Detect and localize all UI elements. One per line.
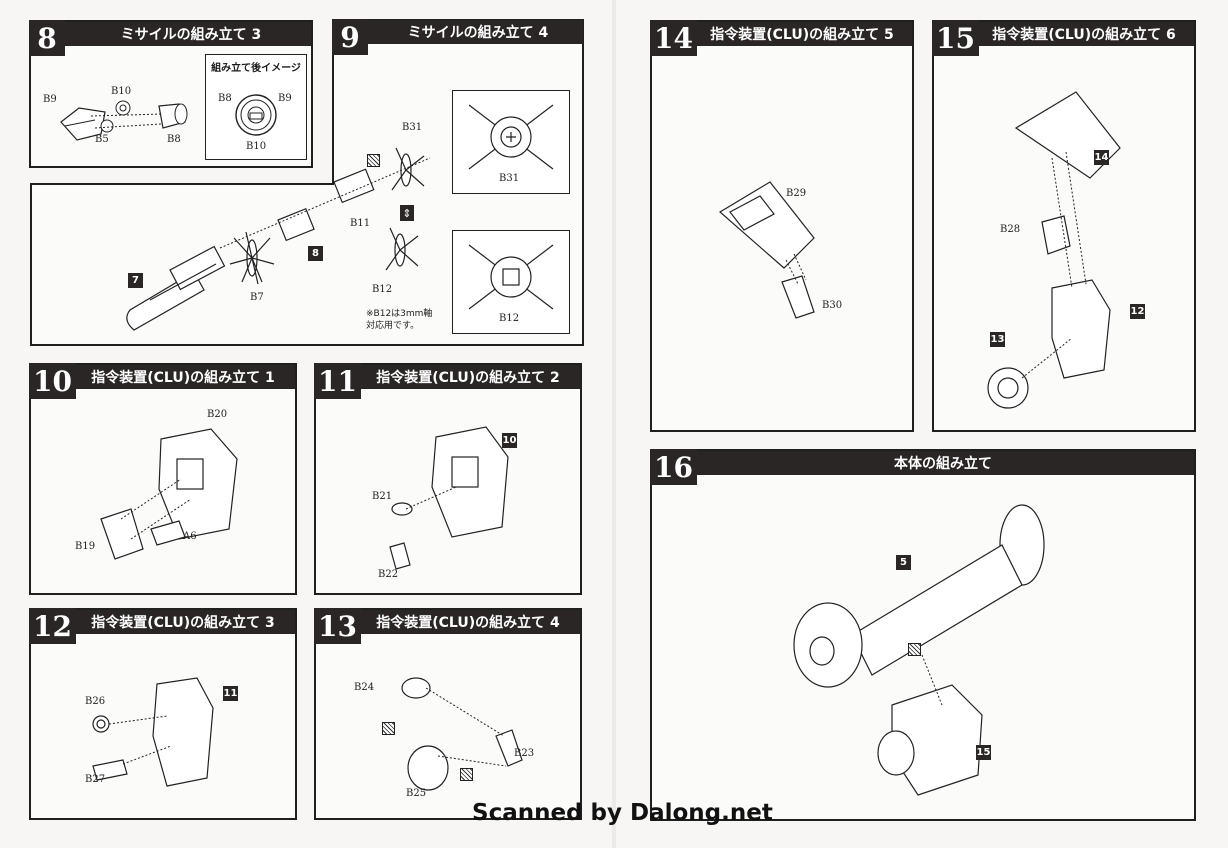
step-13-title: 指令装置(CLU)の組み立て 4	[376, 615, 560, 631]
b31-detail-inset: B31	[452, 90, 570, 194]
b12-detail-drawing	[468, 244, 554, 310]
scan-watermark: Scanned by Dalong.net	[472, 800, 773, 826]
step-11-drawing	[389, 426, 509, 570]
ref-part-14: 14	[1094, 150, 1109, 165]
step-13-drawing	[401, 677, 523, 791]
label-b8: B8	[167, 134, 181, 145]
step-11-panel: 指令装置(CLU)の組み立て 2 11 10 B21 B22	[314, 363, 582, 595]
step-8-panel: ミサイルの組み立て 3 8 B9 B10 B5 B8 組み立て後イメージ B8 …	[29, 20, 313, 168]
label-b29: B29	[786, 188, 807, 199]
step-15-title: 指令装置(CLU)の組み立て 6	[992, 27, 1176, 43]
label-b22: B22	[378, 569, 399, 580]
detail-label-b12: B12	[499, 313, 520, 324]
label-b12: B12	[372, 284, 393, 295]
inset-label-b10: B10	[246, 141, 267, 152]
b12-detail-inset: B12	[452, 230, 570, 334]
step-15-drawing	[987, 91, 1121, 409]
ref-part-13: 13	[990, 332, 1005, 347]
step-9-header: ミサイルの組み立て 4	[333, 20, 583, 44]
step-11-number: 11	[314, 363, 361, 399]
step-8-title: ミサイルの組み立て 3	[120, 27, 262, 43]
label-a6: A6	[183, 531, 197, 542]
step-9-number: 9	[332, 19, 368, 55]
label-b25: B25	[406, 788, 427, 799]
note-line-1: ※B12は3mm軸	[366, 309, 433, 319]
label-b7: B7	[250, 292, 264, 303]
step-13-number: 13	[314, 608, 361, 644]
step-10-title: 指令装置(CLU)の組み立て 1	[91, 370, 275, 386]
glue-icon	[367, 154, 380, 167]
step-14-drawing	[718, 181, 815, 319]
step-16-title: 本体の組み立て	[894, 456, 992, 472]
label-b31: B31	[402, 122, 423, 133]
step-12-drawing	[92, 677, 214, 787]
step-16-header: 本体の組み立て	[652, 451, 1194, 475]
ref-part-8: 8	[308, 246, 323, 261]
b31-detail-drawing	[468, 104, 554, 170]
step-8-number: 8	[29, 20, 65, 56]
step-9-title: ミサイルの組み立て 4	[407, 25, 549, 41]
note-b12: ※B12は3mm軸対応用です。	[366, 308, 432, 332]
step-8-assembled-inset: 組み立て後イメージ B8 B9 B10	[205, 54, 307, 160]
label-b9: B9	[43, 94, 57, 105]
label-b27: B27	[85, 774, 106, 785]
step-16-number: 16	[650, 449, 697, 485]
label-b5: B5	[95, 134, 109, 145]
glue-icon	[460, 768, 473, 781]
step-14-number: 14	[650, 20, 697, 56]
step-9-outline	[30, 19, 584, 346]
label-b11: B11	[350, 218, 371, 229]
step-10-panel: 指令装置(CLU)の組み立て 1 10 B20 B19 A6	[29, 363, 297, 595]
step-14-panel: 指令装置(CLU)の組み立て 5 14 B29 B30	[650, 20, 914, 432]
step-16-panel: 本体の組み立て 16 5 15	[650, 449, 1196, 821]
step-16-drawing	[793, 504, 1045, 796]
step-15-number: 15	[932, 20, 979, 56]
ref-part-15: 15	[976, 745, 991, 760]
step-14-title: 指令装置(CLU)の組み立て 5	[710, 27, 894, 43]
label-b20: B20	[207, 409, 228, 420]
step-12-title: 指令装置(CLU)の組み立て 3	[91, 615, 275, 631]
ref-part-12: 12	[1130, 304, 1145, 319]
ref-part-7: 7	[128, 273, 143, 288]
step-11-title: 指令装置(CLU)の組み立て 2	[376, 370, 560, 386]
note-line-2: 対応用です。	[366, 321, 420, 331]
label-b24: B24	[354, 682, 375, 693]
ref-part-11: 11	[223, 686, 238, 701]
step-13-panel: 指令装置(CLU)の組み立て 4 13 B24 B23 B25	[314, 608, 582, 820]
label-b21: B21	[372, 491, 393, 502]
step-9-drawing	[126, 147, 431, 331]
label-b28: B28	[1000, 224, 1021, 235]
inset-title: 組み立て後イメージ	[211, 63, 301, 74]
inset-label-b9: B9	[278, 93, 292, 104]
step-8-header: ミサイルの組み立て 3	[31, 22, 311, 46]
step-10-drawing	[100, 428, 238, 560]
label-b10: B10	[111, 86, 132, 97]
glue-icon	[908, 643, 921, 656]
step-10-number: 10	[29, 363, 76, 399]
ref-part-10: 10	[502, 433, 517, 448]
swap-arrow-icon: ⇕	[400, 205, 414, 221]
ref-part-5: 5	[896, 555, 911, 570]
step-15-panel: 指令装置(CLU)の組み立て 6 15 14 12 13 B28	[932, 20, 1196, 432]
assembled-part-drawing	[235, 94, 277, 136]
label-b19: B19	[75, 541, 96, 552]
label-b26: B26	[85, 696, 106, 707]
label-b30: B30	[822, 300, 843, 311]
label-b23: B23	[514, 748, 535, 759]
step-12-panel: 指令装置(CLU)の組み立て 3 12 11 B26 B27	[29, 608, 297, 820]
step-12-number: 12	[29, 608, 76, 644]
step-8-drawing	[60, 100, 188, 141]
glue-icon	[382, 722, 395, 735]
detail-label-b31: B31	[499, 173, 520, 184]
inset-label-b8: B8	[218, 93, 232, 104]
page-gutter	[612, 0, 616, 848]
